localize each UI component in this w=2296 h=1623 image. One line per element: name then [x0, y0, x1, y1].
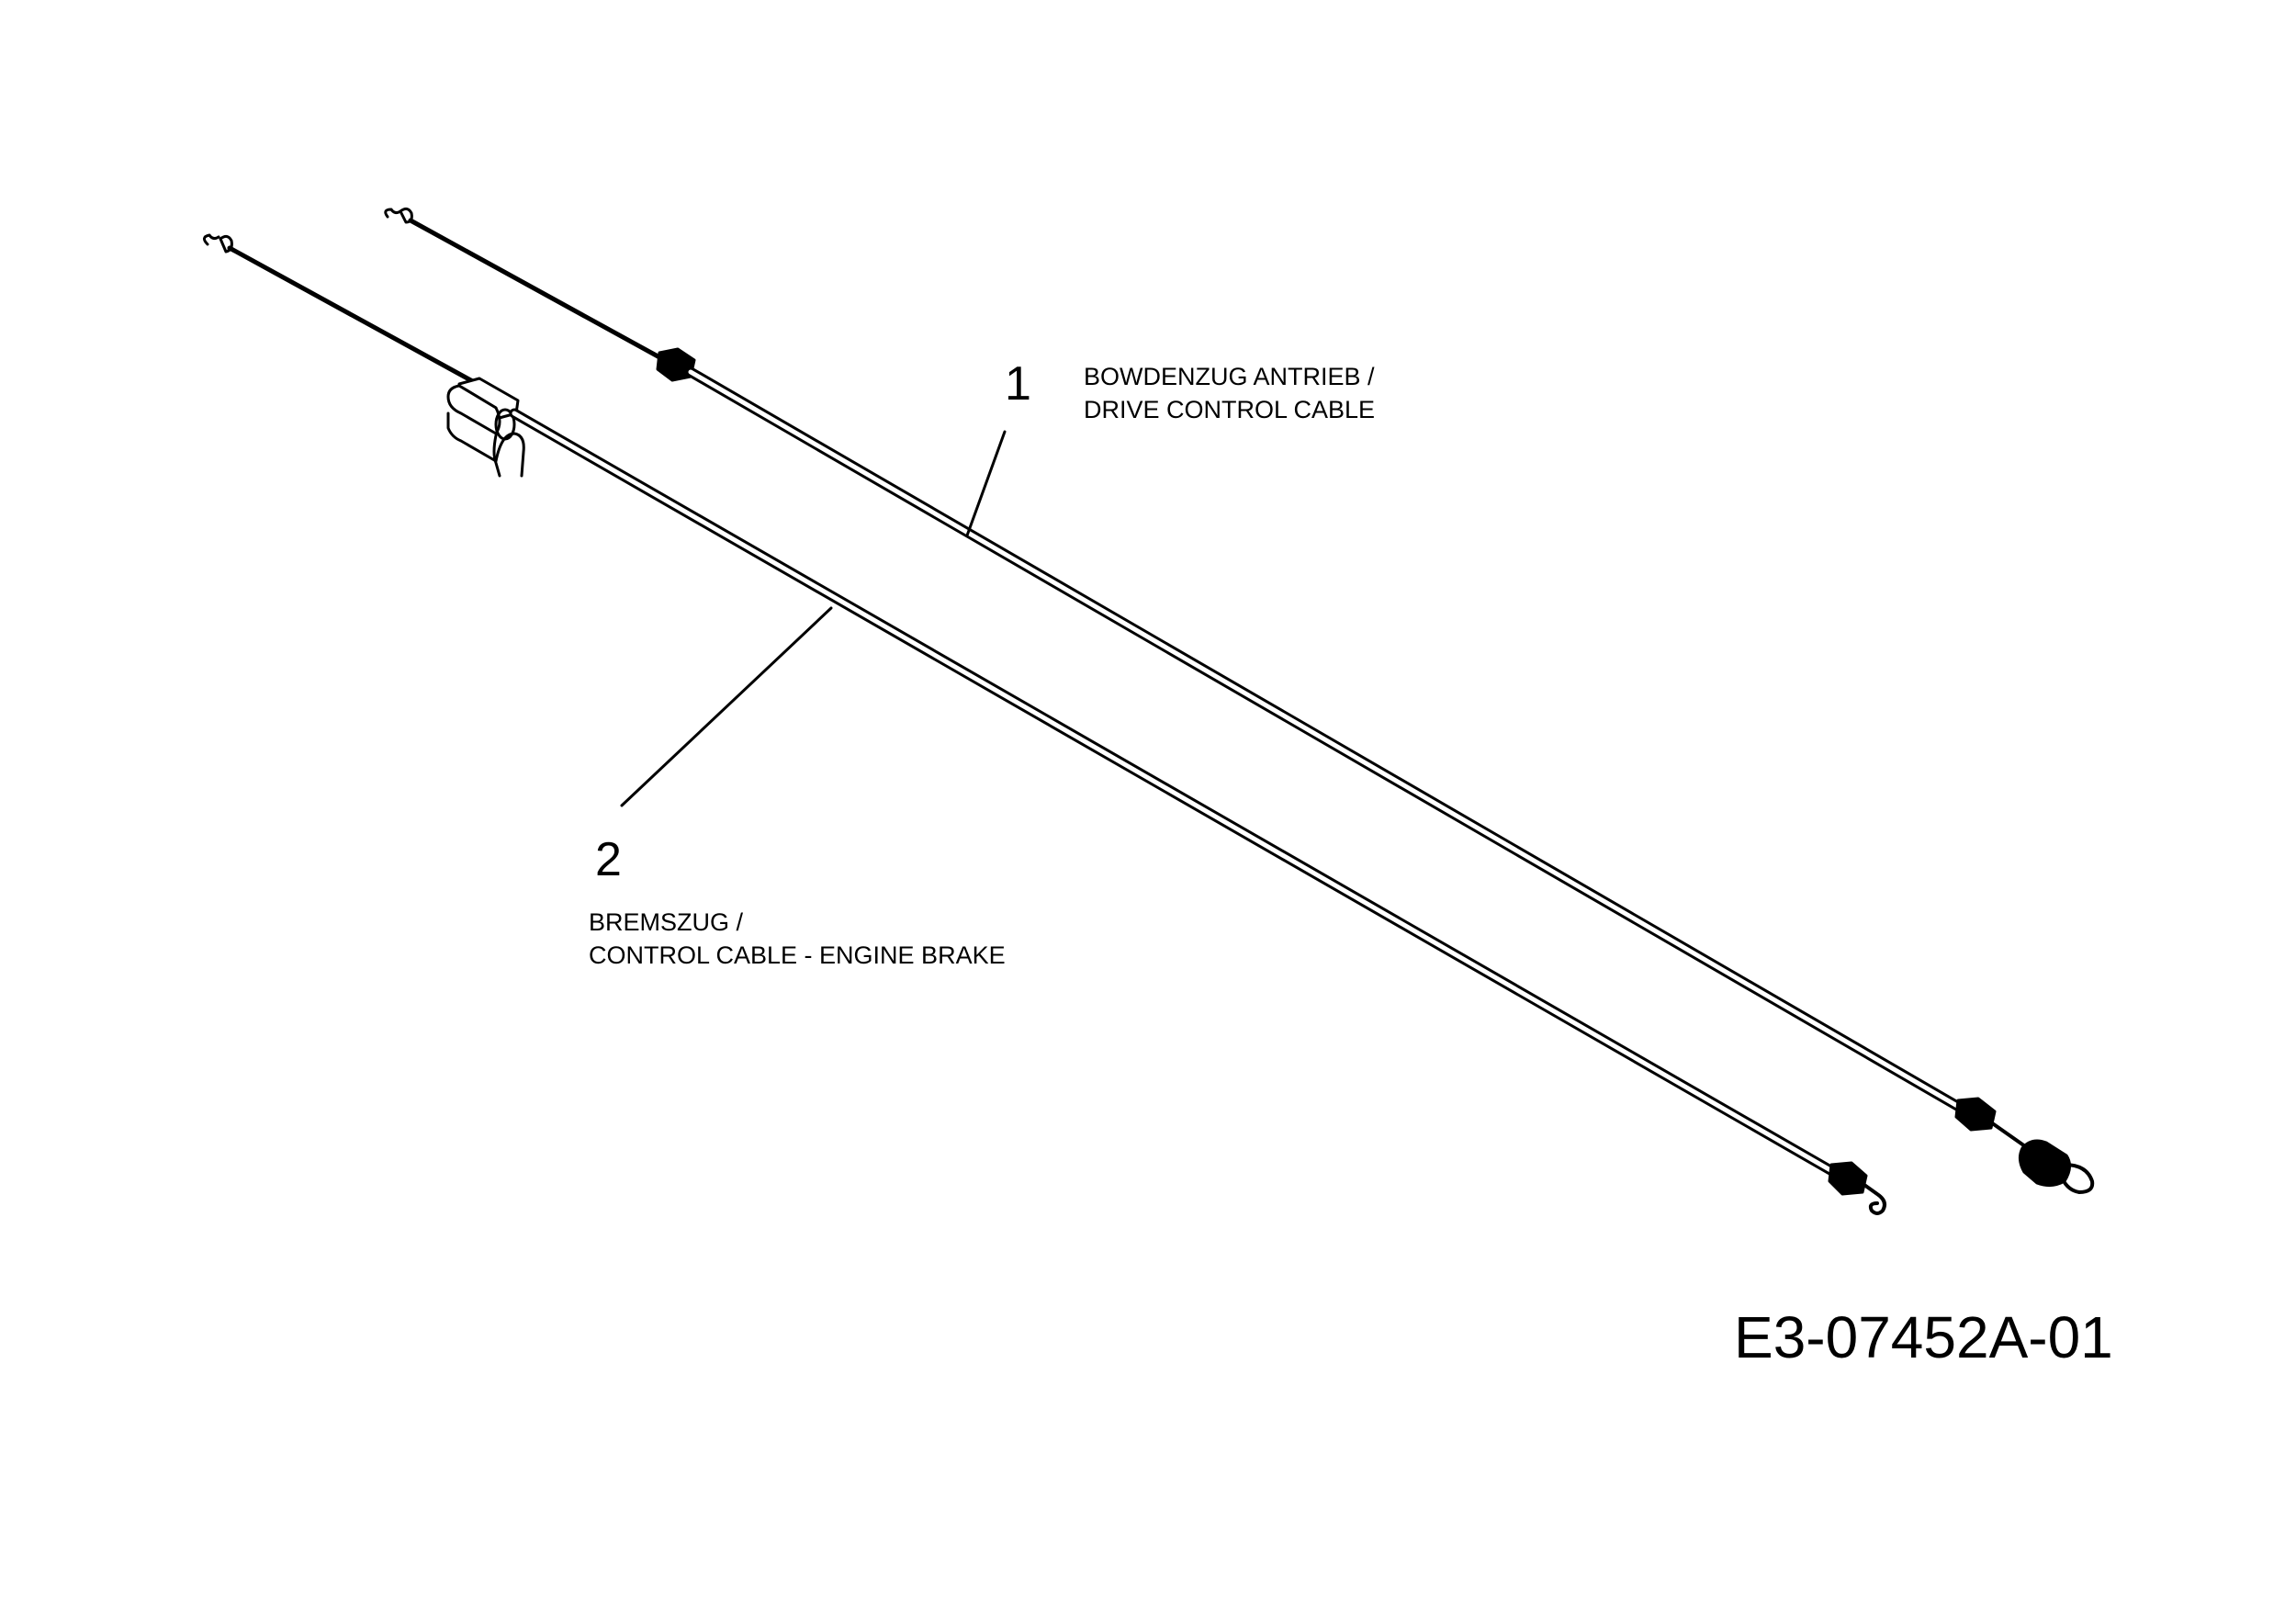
part-number-1: 1: [1005, 357, 1031, 411]
ferrule-1-bottom: [1954, 1097, 1997, 1132]
part-label-1-de: BOWDENZUG ANTRIEB /: [1084, 363, 1375, 390]
hook-end-1: [384, 207, 413, 224]
ferrule-2-bottom: [1828, 1161, 1868, 1196]
loop-end-1: [2061, 1163, 2095, 1194]
hook-end-2: [203, 233, 233, 254]
hook-end-2b: [1863, 1183, 1886, 1215]
cable-clip: [446, 377, 525, 478]
part-label-2-de: BREMSZUG /: [589, 908, 744, 936]
part-number-2: 2: [595, 833, 622, 886]
inner-wire-2: [227, 245, 480, 387]
part-label-1-en: DRIVE CONTROL CABLE: [1084, 396, 1376, 423]
drive-control-cable: [384, 207, 2095, 1194]
part-label-2-en: CONTROL CABLE - ENGINE BRAKE: [589, 941, 1006, 969]
leader-line-1: [965, 430, 1007, 537]
inner-wire-1: [408, 218, 664, 361]
leader-line-2: [620, 606, 833, 807]
drawing-code: E3-07452A-01: [1734, 1304, 2113, 1370]
engine-brake-cable: [203, 233, 1886, 1215]
